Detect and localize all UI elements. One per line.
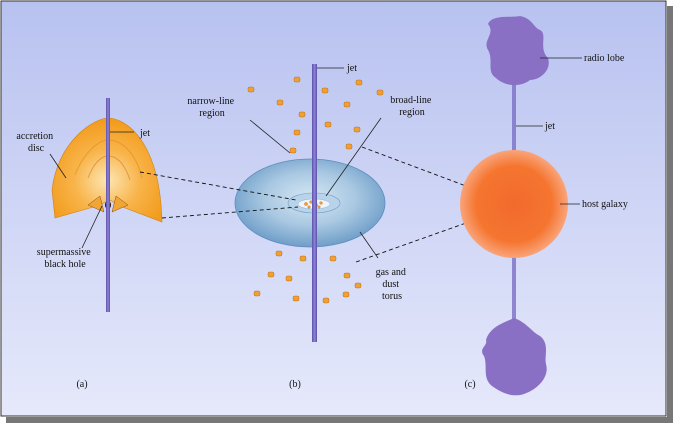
- label-accretion-disc: accretion disc: [16, 131, 55, 154]
- jet-a: [106, 98, 110, 312]
- label-jet-b: jet: [346, 63, 357, 74]
- panel-b: [234, 64, 386, 342]
- panel-c: [460, 16, 582, 396]
- label-panel-a: (a): [76, 379, 87, 390]
- label-supermassive-black-hole: supermassive black hole: [37, 247, 93, 270]
- label-gas-and-dust-torus: gas and dust torus: [376, 267, 409, 302]
- label-panel-b: (b): [289, 379, 301, 390]
- label-narrow-line-region: narrow-line region: [187, 96, 236, 119]
- label-radio-lobe: radio lobe: [584, 53, 625, 64]
- frame-shadow-bottom: [6, 417, 673, 423]
- label-host-galaxy: host galaxy: [582, 199, 628, 210]
- label-broad-line-region: broad-line region: [390, 95, 434, 118]
- label-jet-c: jet: [544, 121, 555, 132]
- label-panel-c: (c): [464, 379, 475, 390]
- radio-lobe-bottom: [482, 318, 547, 396]
- host-galaxy: [460, 150, 568, 258]
- label-jet-a: jet: [139, 128, 150, 139]
- narrow-line-clouds: [247, 76, 384, 304]
- radio-lobe-top: [486, 16, 549, 86]
- jet-b: [312, 64, 317, 342]
- frame-shadow-right: [667, 6, 673, 420]
- panel-a: [49, 98, 163, 312]
